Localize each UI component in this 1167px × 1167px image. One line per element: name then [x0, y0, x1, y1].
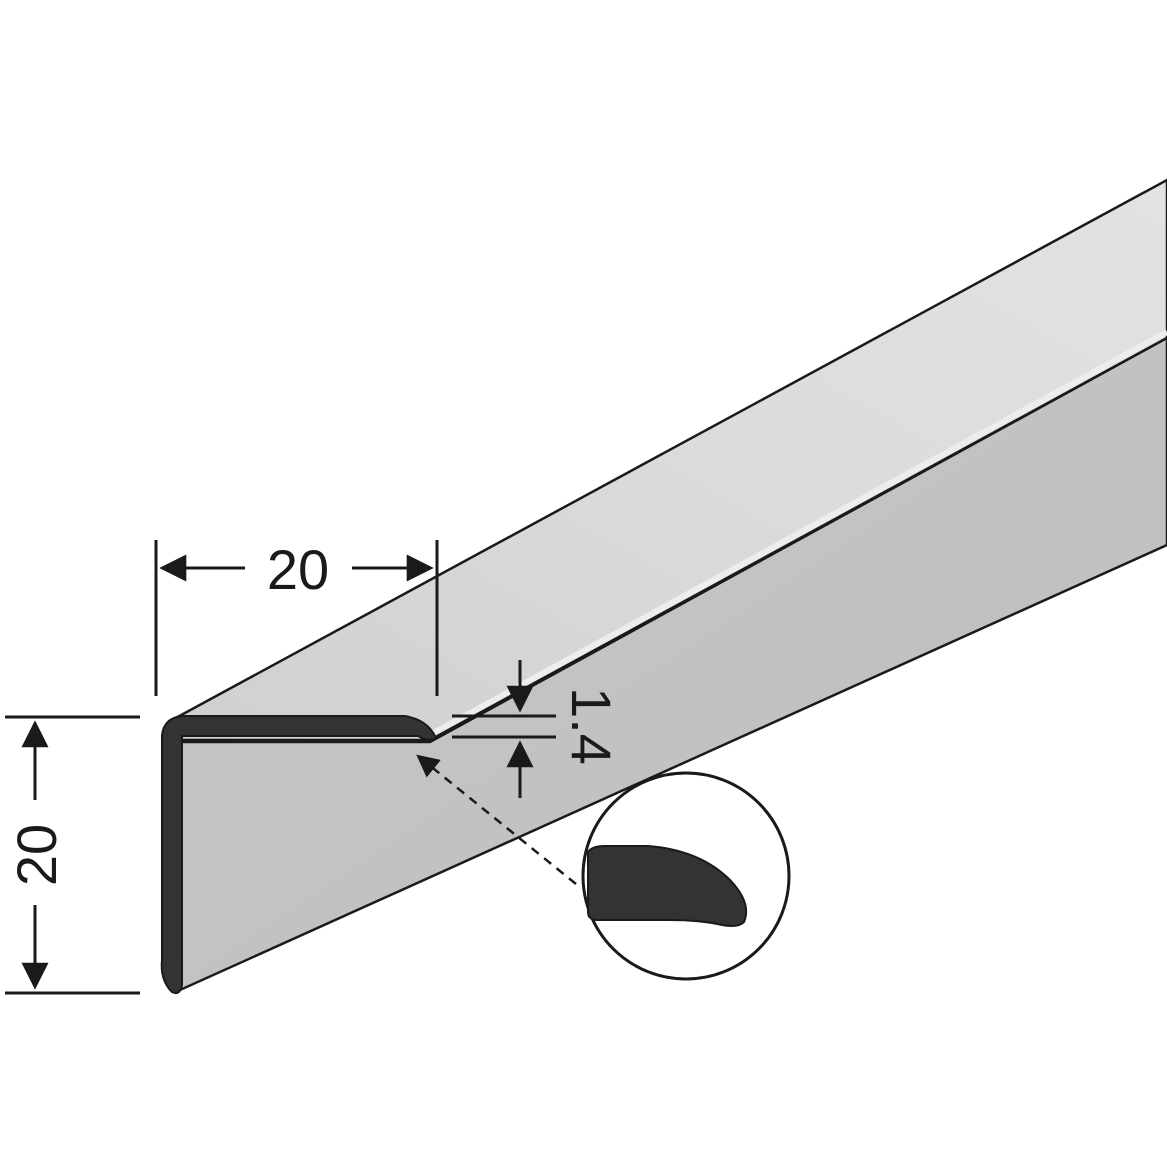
dim-width-label: 20 [267, 538, 329, 601]
detail-edge-profile [587, 845, 748, 927]
detail-leader-line [416, 754, 577, 885]
dim-thickness-label: 1.4 [560, 687, 623, 765]
dim-height-label: 20 [5, 824, 68, 886]
corner-fold-line [428, 329, 1167, 738]
profile-cross-section [160, 715, 438, 995]
